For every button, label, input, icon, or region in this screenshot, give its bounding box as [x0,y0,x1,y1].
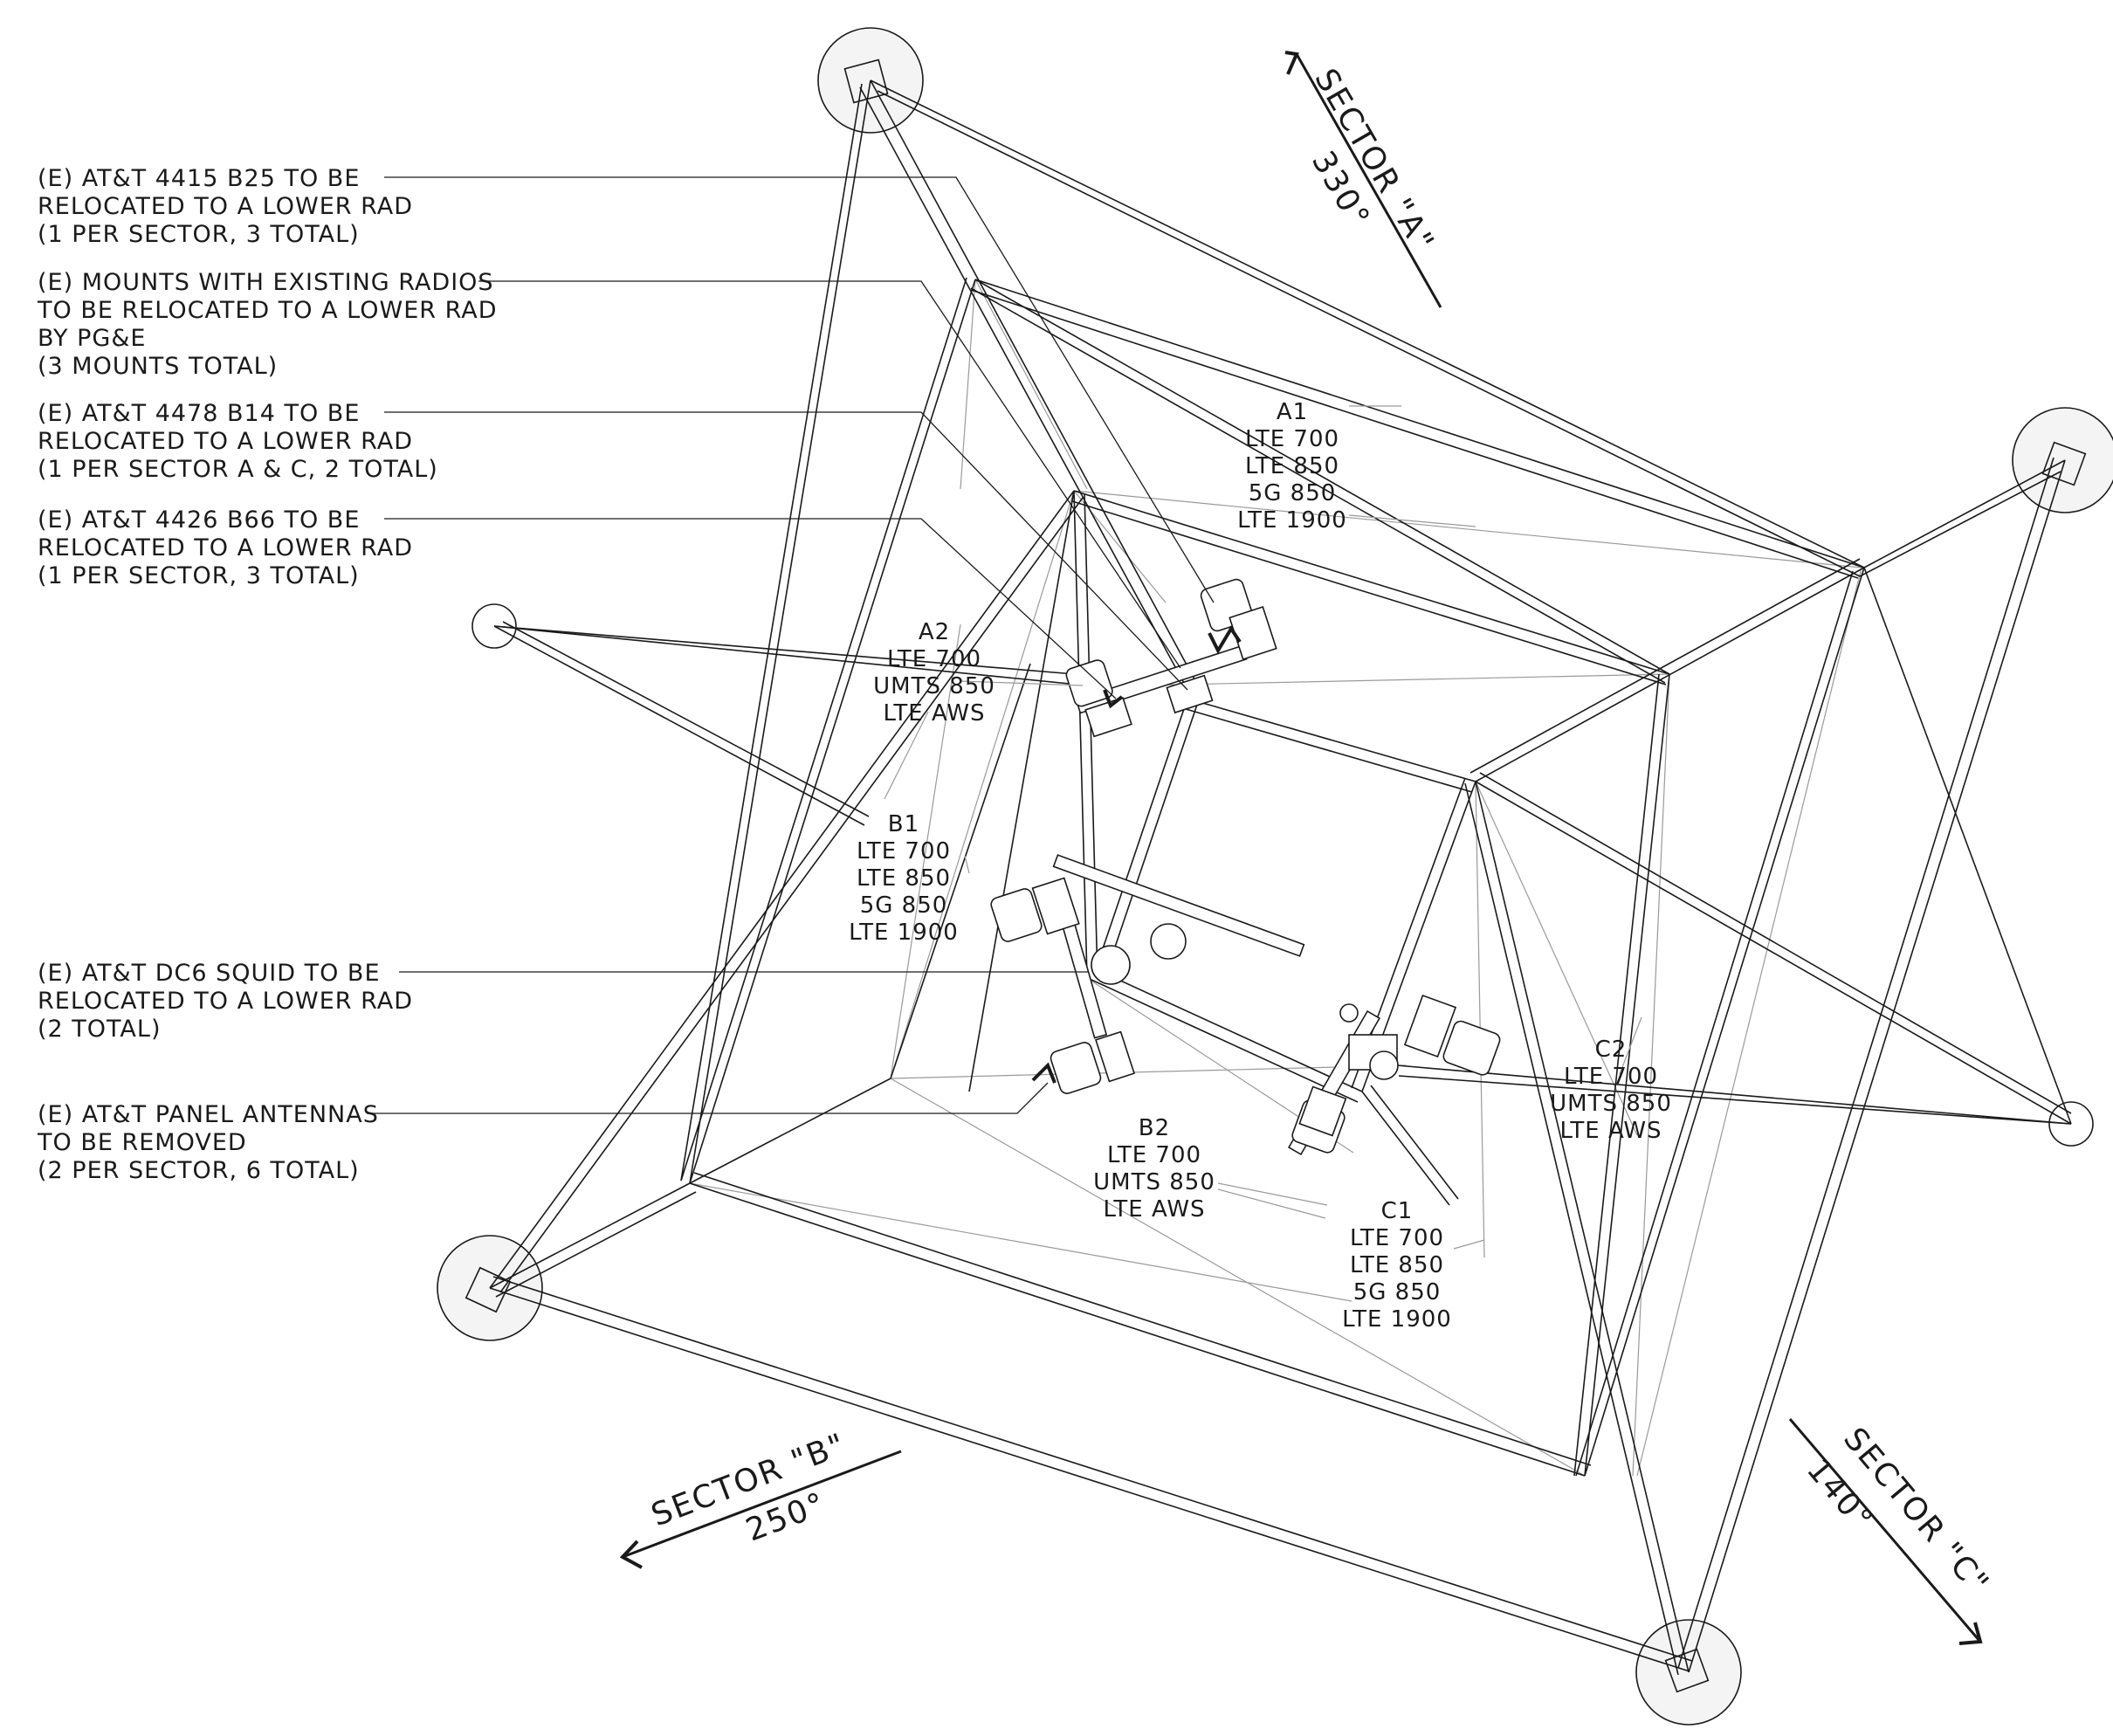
sector-c-mount [1287,994,1501,1156]
antenna-b1-line-4: 5G 850 [860,892,948,919]
antenna-b2-line-3: UMTS 850 [1093,1169,1215,1195]
antenna-a1-line-5: LTE 1900 [1237,507,1347,534]
sector-b-label: SECTOR "B" 250° [647,1427,851,1549]
sector-a-arrow [1295,53,1442,308]
antenna-a2-line-3: UMTS 850 [873,673,995,699]
sector-c-arrow [1788,1418,1982,1643]
callout-c6-line-3: (2 PER SECTOR, 6 TOTAL) [38,1157,360,1184]
antenna-b1-line-2: LTE 700 [857,838,951,865]
antenna-b2-line-2: LTE 700 [1107,1142,1201,1168]
callout-c5: (E) AT&T DC6 SQUID TO BE RELOCATED TO A … [38,960,413,1043]
antenna-b1-line-5: LTE 1900 [849,920,959,946]
callout-c2-line-4: (3 MOUNTS TOTAL) [38,353,278,380]
sector-c-arrowhead [1958,1622,1983,1645]
callout-c1-line-2: RELOCATED TO A LOWER RAD [38,193,413,220]
antenna-c1-line-3: LTE 850 [1350,1252,1444,1278]
callout-c6-line-2: TO BE REMOVED [37,1129,247,1156]
sector-b-arrowhead [619,1540,643,1569]
equipment [990,578,1501,1156]
antenna-b1-line-1: B1 [888,811,919,837]
antenna-c2-label: C2 LTE 700 UMTS 850 LTE AWS [1550,1037,1672,1144]
antenna-c1-line-5: LTE 1900 [1342,1306,1452,1333]
callout-c5-line-3: (2 TOTAL) [38,1016,161,1043]
leader-c2 [478,280,1181,669]
antenna-b1-label: B1 LTE 700 LTE 850 5G 850 LTE 1900 [849,811,959,946]
callout-c3-line-2: RELOCATED TO A LOWER RAD [38,428,413,455]
leader-c1 [384,176,1215,603]
callout-c5-line-1: (E) AT&T DC6 SQUID TO BE [38,960,381,987]
antenna-a2-label: A2 LTE 700 UMTS 850 LTE AWS [873,619,995,727]
antenna-a1-line-4: 5G 850 [1249,480,1337,506]
antenna-c1-label: C1 LTE 700 LTE 850 5G 850 LTE 1900 [1342,1198,1452,1333]
leader-c3 [384,411,1188,691]
sector-a-label: SECTOR "A" 330° [1304,63,1441,258]
callout-c1-line-1: (E) AT&T 4415 B25 TO BE [38,165,360,192]
antenna-a2-line-2: LTE 700 [887,646,981,672]
antenna-c2-line-3: UMTS 850 [1550,1091,1672,1117]
callout-c4-line-3: (1 PER SECTOR, 3 TOTAL) [38,562,360,589]
antenna-b2-label: B2 LTE 700 UMTS 850 LTE AWS [1093,1115,1215,1223]
callout-c4-line-1: (E) AT&T 4426 B66 TO BE [38,506,360,534]
callout-c3: (E) AT&T 4478 B14 TO BE RELOCATED TO A L… [38,400,438,483]
callout-c1-line-3: (1 PER SECTOR, 3 TOTAL) [38,221,360,248]
callout-c1: (E) AT&T 4415 B25 TO BE RELOCATED TO A L… [38,165,413,248]
antenna-a1-line-1: A1 [1277,399,1308,425]
leader-c6 [367,1082,1049,1114]
antenna-a1-label: A1 LTE 700 LTE 850 5G 850 LTE 1900 [1237,399,1347,534]
structural-members [489,79,2072,1676]
callout-c2-line-1: (E) MOUNTS WITH EXISTING RADIOS [38,269,494,296]
callout-c5-line-2: RELOCATED TO A LOWER RAD [38,988,413,1015]
callout-c6: (E) AT&T PANEL ANTENNAS TO BE REMOVED (2… [37,1101,379,1184]
callout-c2-line-3: BY PG&E [38,325,146,352]
sector-b-mount [990,854,1305,1094]
footings [437,27,2113,1726]
callout-c6-line-1: (E) AT&T PANEL ANTENNAS [38,1101,379,1128]
antenna-c1-line-1: C1 [1381,1198,1414,1224]
antenna-leaders [884,405,1642,1250]
antenna-a1-line-3: LTE 850 [1245,453,1339,479]
sector-a-mount [1065,578,1277,738]
callout-c2-line-2: TO BE RELOCATED TO A LOWER RAD [37,297,498,324]
callout-c2: (E) MOUNTS WITH EXISTING RADIOS TO BE RE… [37,269,498,380]
antenna-b1-line-3: LTE 850 [857,865,951,892]
leader-c4 [384,518,1117,699]
sector-a-arrowhead [1284,51,1299,75]
antenna-b2-line-1: B2 [1139,1115,1170,1141]
antenna-a2-line-1: A2 [919,619,950,645]
callout-c3-line-1: (E) AT&T 4478 B14 TO BE [38,400,360,427]
callout-c3-line-3: (1 PER SECTOR A & C, 2 TOTAL) [38,456,438,483]
sector-b-arrow [622,1450,902,1559]
callout-c4: (E) AT&T 4426 B66 TO BE RELOCATED TO A L… [38,506,413,589]
callout-c4-line-2: RELOCATED TO A LOWER RAD [38,534,413,561]
sector-c-label: SECTOR "C" 140° [1800,1421,1996,1602]
antenna-c1-line-2: LTE 700 [1350,1225,1444,1251]
antenna-b2-line-4: LTE AWS [1103,1196,1205,1223]
antenna-c2-line-2: LTE 700 [1564,1064,1658,1090]
antenna-c1-line-4: 5G 850 [1353,1279,1442,1305]
antenna-a1-line-2: LTE 700 [1245,426,1339,452]
antenna-a2-line-4: LTE AWS [883,700,985,727]
sector-arrows [619,51,1983,1645]
antenna-c2-line-4: LTE AWS [1559,1118,1662,1144]
antenna-c2-line-1: C2 [1595,1037,1628,1063]
callout-leaders [367,176,1215,1114]
